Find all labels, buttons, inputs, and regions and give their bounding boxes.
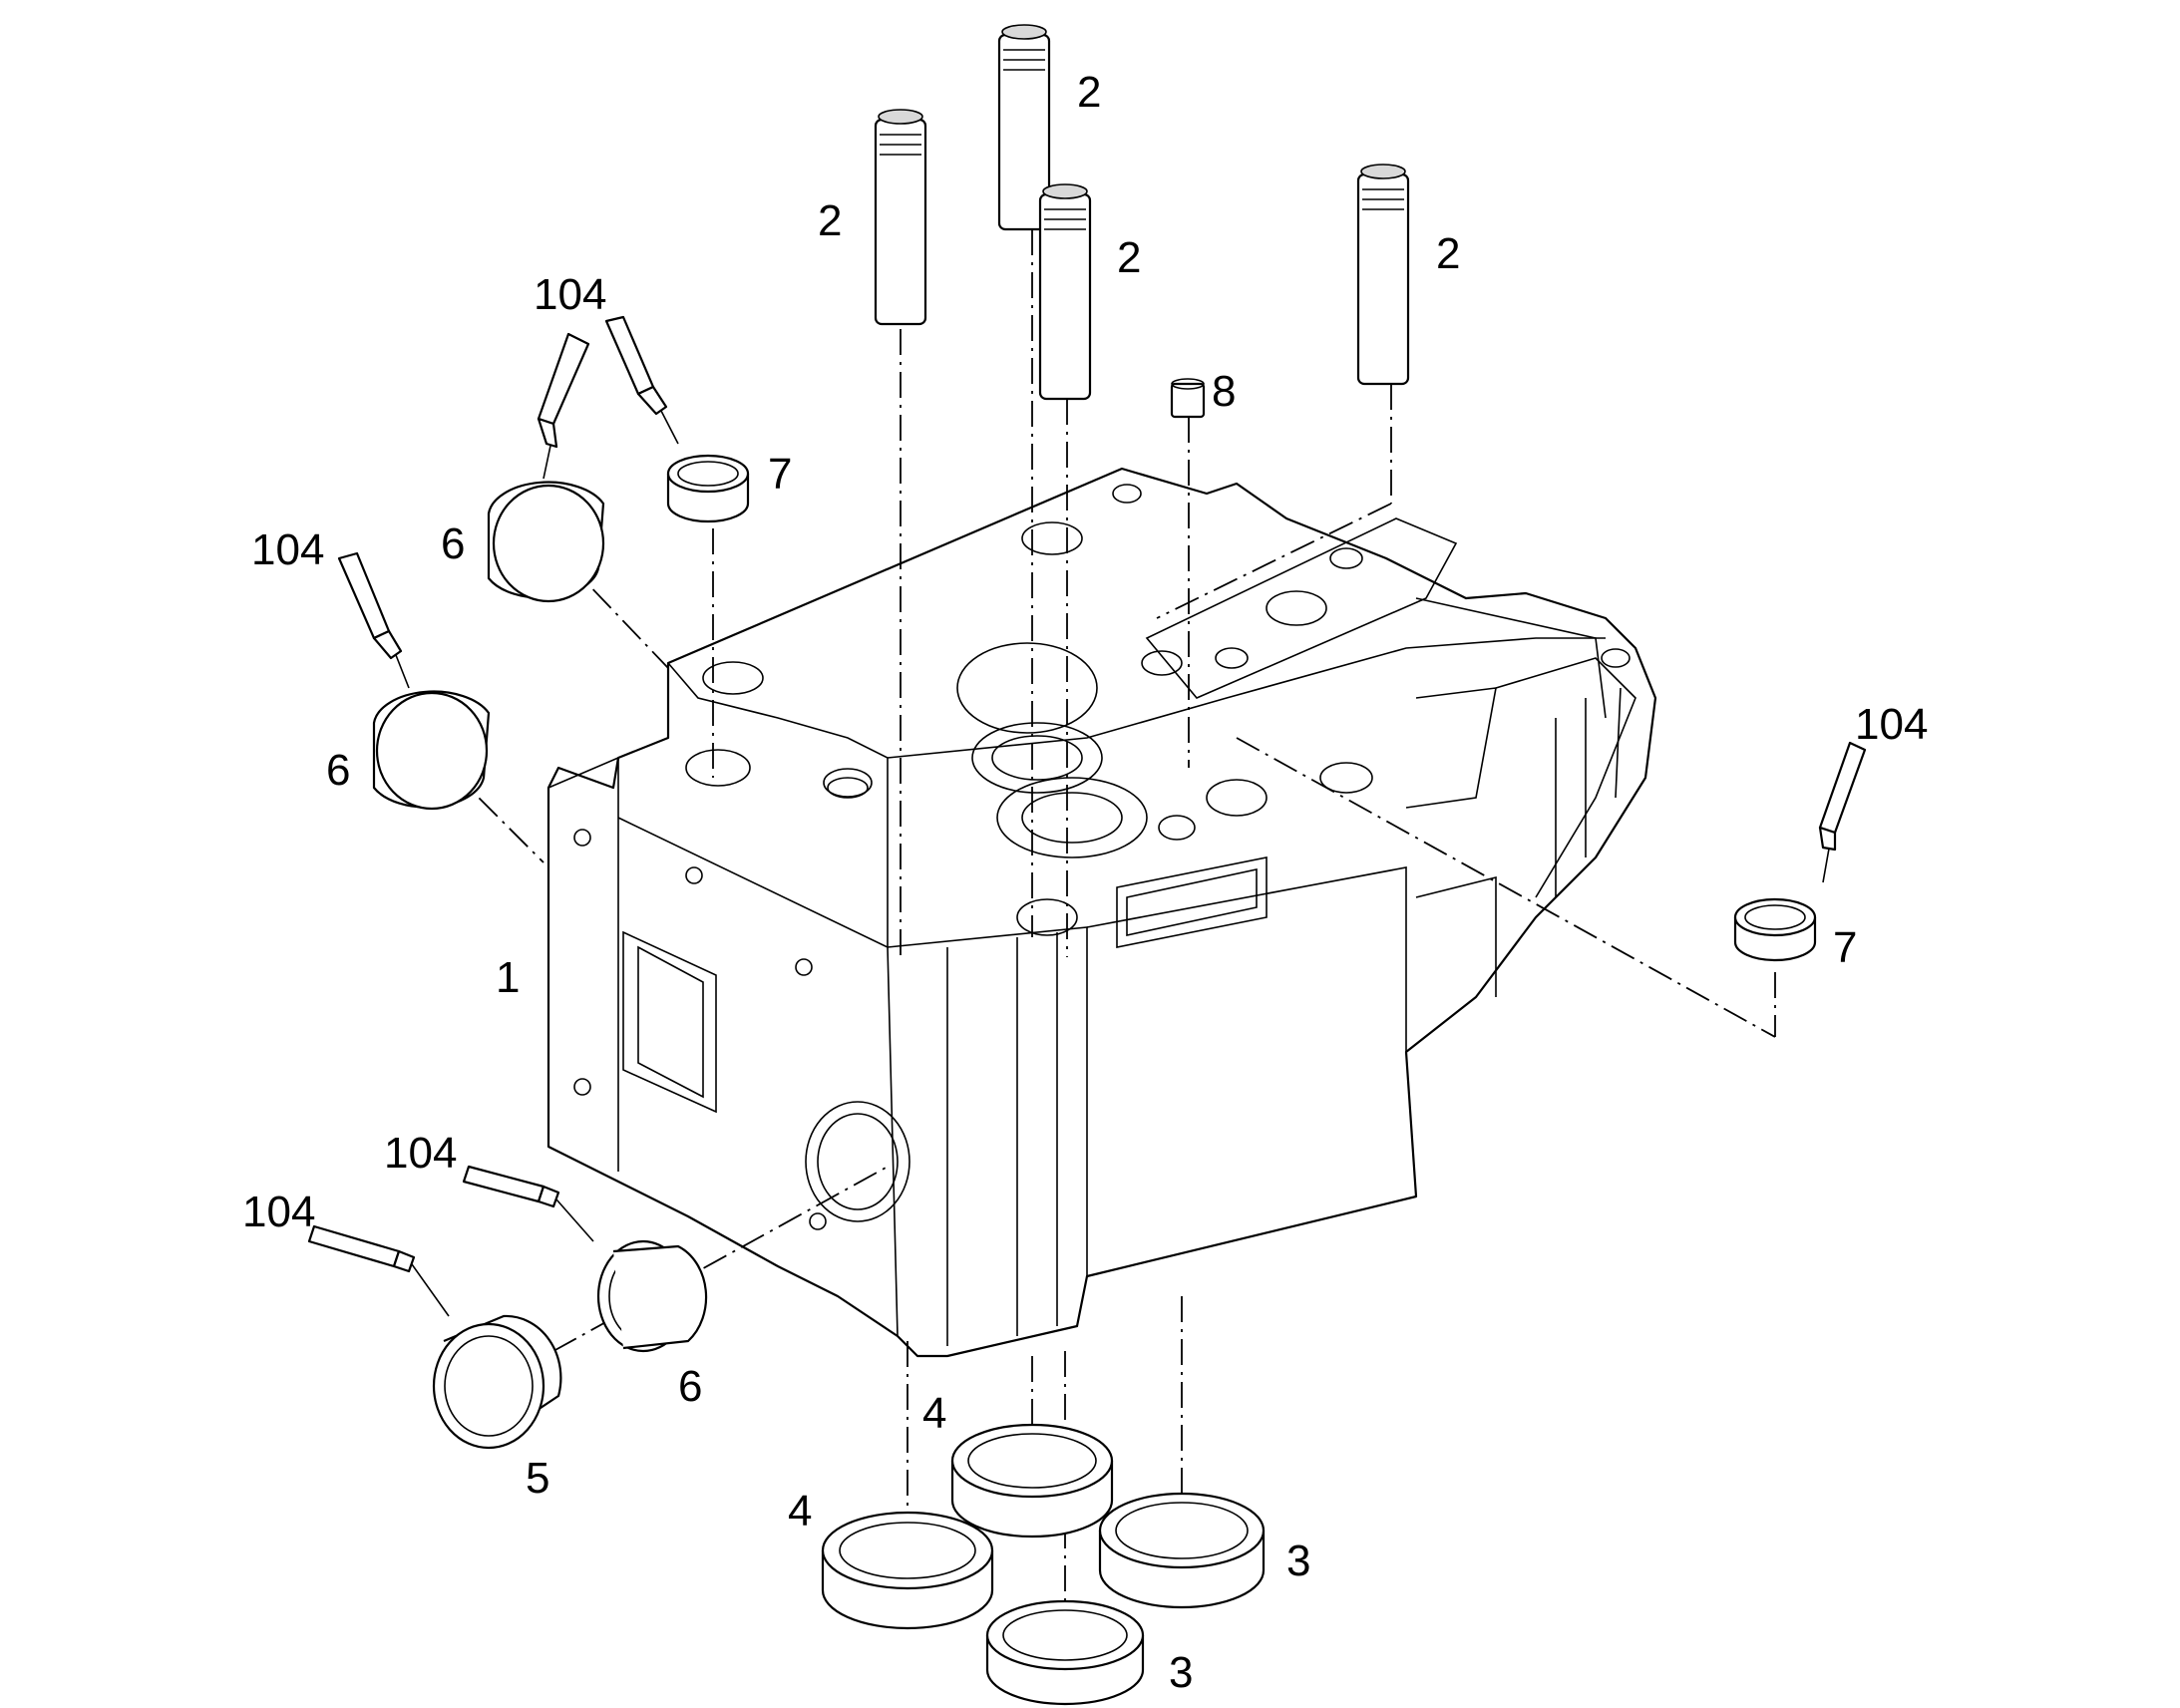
callout-6: 6 [678, 1362, 702, 1411]
callout-labels: 2 2 2 2 8 104 104 104 104 104 7 7 6 6 6 … [242, 68, 1928, 1697]
valve-seat-outer-1 [1098, 1492, 1266, 1609]
sealant-tube-4 [1818, 741, 1867, 883]
callout-3: 3 [1169, 1648, 1193, 1697]
cup-plugs [372, 481, 708, 1353]
callout-7: 7 [768, 450, 792, 499]
callout-2: 2 [1077, 68, 1101, 117]
seal-ring-2 [1733, 897, 1817, 962]
callout-104: 104 [1855, 700, 1928, 749]
valve-seat-inner-2 [950, 1423, 1114, 1538]
sealant-tube-6 [307, 1224, 450, 1317]
cup-plug-1 [487, 481, 605, 603]
valve-guide-3 [1038, 183, 1092, 401]
callout-6: 6 [441, 519, 465, 568]
callout-104: 104 [242, 1188, 315, 1236]
valve-guide-2 [997, 24, 1051, 231]
sealant-tube-5 [462, 1165, 594, 1242]
callout-104: 104 [251, 525, 324, 574]
callout-104: 104 [534, 270, 606, 319]
cup-plug-large [432, 1314, 562, 1450]
valve-seat-outer-2 [985, 1599, 1145, 1706]
valve-guide-1 [874, 109, 927, 326]
callout-104: 104 [384, 1129, 457, 1178]
callout-4: 4 [922, 1389, 946, 1438]
seal-rings [666, 454, 1817, 962]
cup-plug-2 [372, 690, 491, 811]
callout-4: 4 [788, 1487, 812, 1536]
callout-5: 5 [526, 1454, 549, 1503]
valve-guides [874, 24, 1410, 401]
sealant-tube-3 [337, 551, 410, 689]
valve-seat-inner-1 [821, 1511, 994, 1630]
callout-3: 3 [1286, 1537, 1310, 1585]
sealant-tube-1 [537, 332, 590, 480]
callout-8: 8 [1212, 367, 1236, 416]
sealant-tube-2 [604, 315, 679, 445]
callout-2: 2 [1117, 233, 1141, 282]
valve-guide-4 [1356, 164, 1410, 386]
callout-6: 6 [326, 746, 350, 795]
cylinder-head [546, 467, 1657, 1358]
callout-1: 1 [496, 953, 520, 1002]
valve-seats [821, 1423, 1266, 1706]
callout-7: 7 [1833, 923, 1857, 972]
sealant-tubes [307, 315, 1867, 1317]
seal-ring-1 [666, 454, 750, 523]
callout-2: 2 [818, 196, 842, 245]
callout-2: 2 [1436, 229, 1460, 278]
dowel-sleeve [1170, 378, 1206, 419]
cup-plug-3 [596, 1239, 708, 1353]
